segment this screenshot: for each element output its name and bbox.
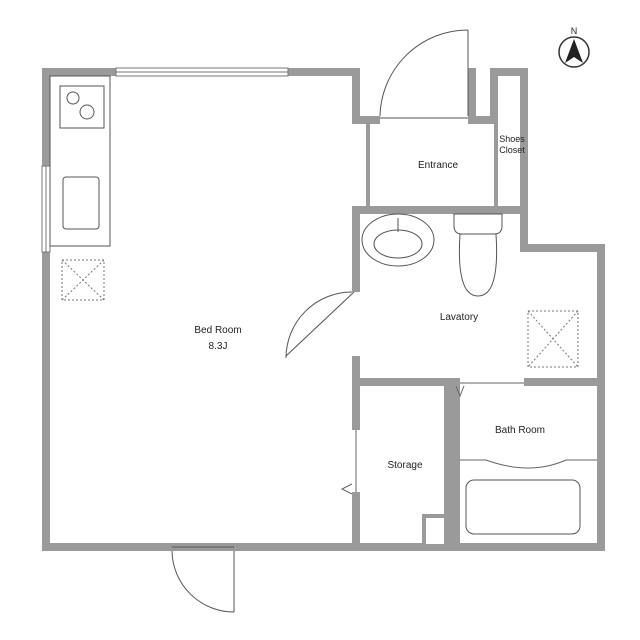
compass-label: N	[571, 26, 578, 36]
entrance-door	[379, 29, 469, 119]
bathtub	[460, 459, 597, 535]
pipe-shaft	[422, 514, 448, 548]
bathroom-label: Bath Room	[495, 425, 545, 436]
bedroom-door	[285, 291, 355, 359]
washing-machine-space	[527, 310, 579, 368]
entrance-label: Entrance	[418, 160, 458, 171]
bedroom-label: Bed Room	[194, 325, 241, 336]
burner-icon	[66, 91, 80, 105]
bedroom-size: 8.3J	[209, 341, 228, 352]
toilet	[453, 213, 503, 297]
north-compass: N	[558, 26, 590, 68]
sink	[62, 176, 100, 230]
shoes-closet-label-1: Shoes	[499, 134, 525, 144]
washbasin	[361, 213, 435, 267]
storage-label: Storage	[387, 460, 422, 471]
interior-walls	[352, 124, 605, 550]
kitchen-window	[41, 165, 51, 253]
burner-icon	[79, 104, 95, 120]
bedroom-window	[115, 67, 289, 77]
fridge-space	[61, 259, 105, 301]
balcony-door	[171, 546, 235, 613]
kitchen-counter	[49, 75, 111, 247]
lavatory-label: Lavatory	[440, 312, 478, 323]
shoes-closet-label-2: Closet	[499, 145, 525, 155]
